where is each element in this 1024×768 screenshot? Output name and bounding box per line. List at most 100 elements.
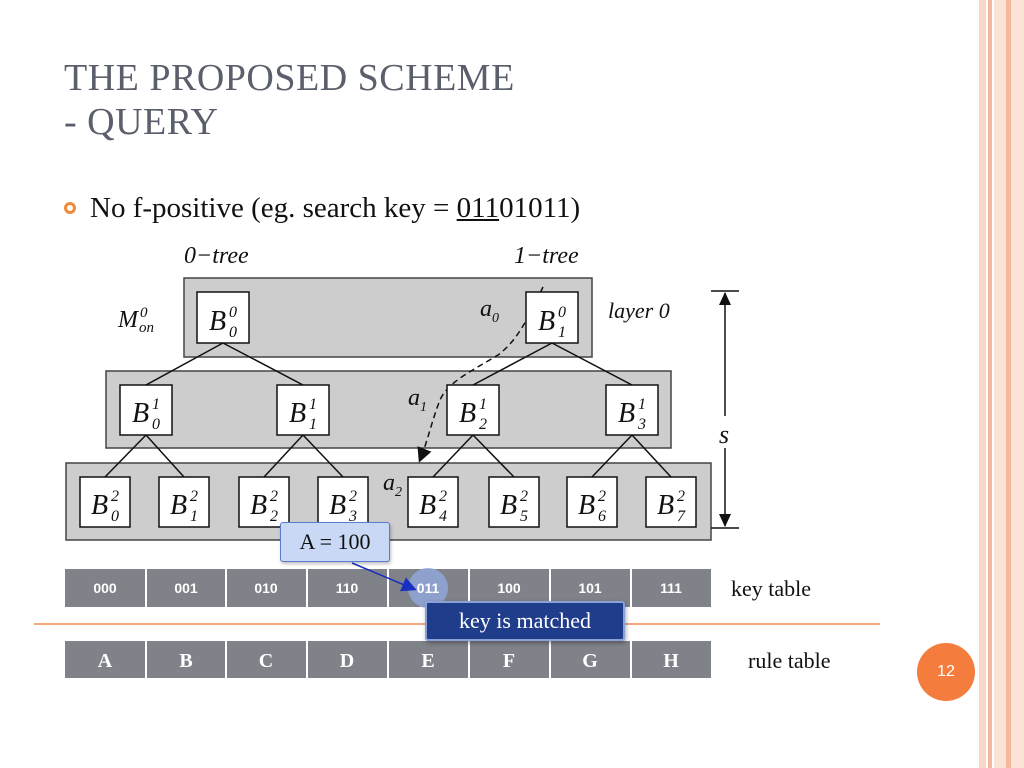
search-path-arrow: [417, 286, 544, 463]
layer-0-nodes: B 0 0 B 0 1: [196, 291, 579, 344]
node-b-2-7-layer: 2: [677, 488, 685, 505]
node-b-2-7: B 2 7: [645, 476, 697, 528]
bullet-text: No f-positive (eg. search key = 01101011…: [90, 192, 580, 225]
node-b-2-4-base: B: [419, 490, 436, 521]
layer-1-band: [105, 370, 672, 449]
a1-label: a 1: [408, 385, 427, 415]
node-b-2-7-base: B: [657, 490, 674, 521]
node-b-1-2: B 1 2: [446, 384, 500, 436]
bullet-suffix: ): [570, 191, 581, 224]
key-table: 000 001 010 110 011 100 101 111: [65, 568, 711, 608]
layer-1-nodes: B 1 0 B 1 1 B 1 2 B 1 3: [119, 384, 659, 436]
node-b-2-6-layer: 2: [598, 488, 606, 505]
node-b-2-2-index: 2: [270, 508, 278, 525]
node-b-2-4: B 2 4: [407, 476, 459, 528]
rule-cell: A: [98, 650, 113, 672]
key-cell: 010: [254, 580, 278, 596]
node-b-2-5-index: 5: [520, 508, 528, 525]
node-b-0-0-base: B: [209, 306, 226, 337]
node-b-1-2-layer: 1: [479, 396, 487, 413]
m-on-sub: on: [139, 320, 154, 336]
key-table-label: key table: [731, 576, 812, 601]
node-b-0-1-base: B: [538, 306, 555, 337]
node-b-2-5: B 2 5: [488, 476, 540, 528]
rule-cell: D: [340, 650, 354, 672]
node-b-2-1-index: 1: [190, 508, 198, 525]
node-b-2-0-index: 0: [111, 508, 119, 525]
node-b-1-3: B 1 3: [605, 384, 659, 436]
node-b-0-0-layer: 0: [229, 304, 237, 321]
node-b-2-3: B 2 3: [317, 476, 369, 528]
node-b-1-3-base: B: [618, 398, 635, 429]
m-on-label: M 0 on: [117, 305, 154, 336]
a2-base: a: [383, 470, 395, 496]
node-b-2-0-layer: 2: [111, 488, 119, 505]
node-b-0-1-layer: 0: [558, 304, 566, 321]
node-b-1-1-layer: 1: [309, 396, 317, 413]
node-b-0-1: B 0 1: [525, 291, 579, 344]
node-b-0-0-index: 0: [229, 324, 237, 341]
node-b-1-0-layer: 1: [152, 396, 160, 413]
node-b-2-2-layer: 2: [270, 488, 278, 505]
key-matched-callout: key is matched: [425, 601, 625, 641]
node-b-1-0: B 1 0: [119, 384, 173, 436]
a0-sub: 0: [492, 311, 499, 326]
node-b-1-1-index: 1: [309, 416, 317, 433]
matched-key-highlight: [408, 568, 448, 608]
node-b-2-0-base: B: [91, 490, 108, 521]
rule-cell: B: [179, 650, 192, 672]
node-b-2-6-index: 6: [598, 508, 606, 525]
search-key-rest: 01011: [499, 191, 571, 224]
layer-0-label: layer 0: [608, 298, 670, 323]
node-b-1-3-layer: 1: [638, 396, 646, 413]
tree-1-label: 1−tree: [514, 243, 579, 269]
tree-edges: [104, 342, 672, 478]
node-b-0-0: B 0 0: [196, 291, 250, 344]
rule-cell: F: [503, 650, 515, 672]
node-b-1-1: B 1 1: [276, 384, 330, 436]
node-b-2-0: B 2 0: [79, 476, 131, 528]
layer-2-nodes: B 2 0 B 2 1 B 2 2 B 2 3 B 2 4: [79, 476, 697, 528]
slide-title-line-1: THE PROPOSED SCHEME: [64, 57, 515, 99]
node-b-2-3-base: B: [329, 490, 346, 521]
key-cell: 100: [497, 580, 521, 596]
node-b-1-1-base: B: [289, 398, 306, 429]
node-b-1-2-base: B: [459, 398, 476, 429]
node-b-2-2: B 2 2: [238, 476, 290, 528]
key-cell: 111: [660, 580, 682, 596]
bullet-prefix: No f-positive (eg. search key =: [90, 191, 457, 224]
s-label: s: [719, 420, 729, 449]
match-arrow: [351, 562, 417, 592]
m-on-sup: 0: [140, 305, 148, 321]
bullet-item: No f-positive (eg. search key = 01101011…: [64, 188, 580, 228]
right-stripe-2: [988, 0, 992, 768]
right-stripe-1: [979, 0, 986, 768]
node-b-2-1-base: B: [170, 490, 187, 521]
a-value-callout: A = 100: [280, 522, 390, 562]
node-b-1-3-index: 3: [637, 416, 646, 433]
a0-label: a 0: [480, 296, 499, 326]
rule-cell: G: [582, 650, 598, 672]
a1-sub: 1: [420, 400, 427, 415]
node-b-1-0-index: 0: [152, 416, 160, 433]
node-b-2-3-layer: 2: [349, 488, 357, 505]
key-cell: 101: [578, 580, 602, 596]
a1-base: a: [408, 385, 420, 411]
a2-label: a 2: [383, 470, 402, 500]
node-b-2-6-base: B: [578, 490, 595, 521]
rule-table-label: rule table: [748, 648, 831, 673]
tree-0-label: 0−tree: [184, 243, 249, 269]
node-b-0-1-index: 1: [558, 324, 566, 341]
page-number-badge: 12: [917, 643, 975, 701]
node-b-2-5-layer: 2: [520, 488, 528, 505]
s-dimension: [711, 290, 739, 529]
a0-base: a: [480, 296, 492, 322]
node-b-2-2-base: B: [250, 490, 267, 521]
bullet-marker-icon: [64, 202, 76, 214]
right-stripe-4: [1006, 0, 1011, 768]
key-cell: 011: [417, 580, 440, 596]
node-b-2-4-index: 4: [439, 508, 447, 525]
node-b-2-5-base: B: [500, 490, 517, 521]
node-b-2-1-layer: 2: [190, 488, 198, 505]
